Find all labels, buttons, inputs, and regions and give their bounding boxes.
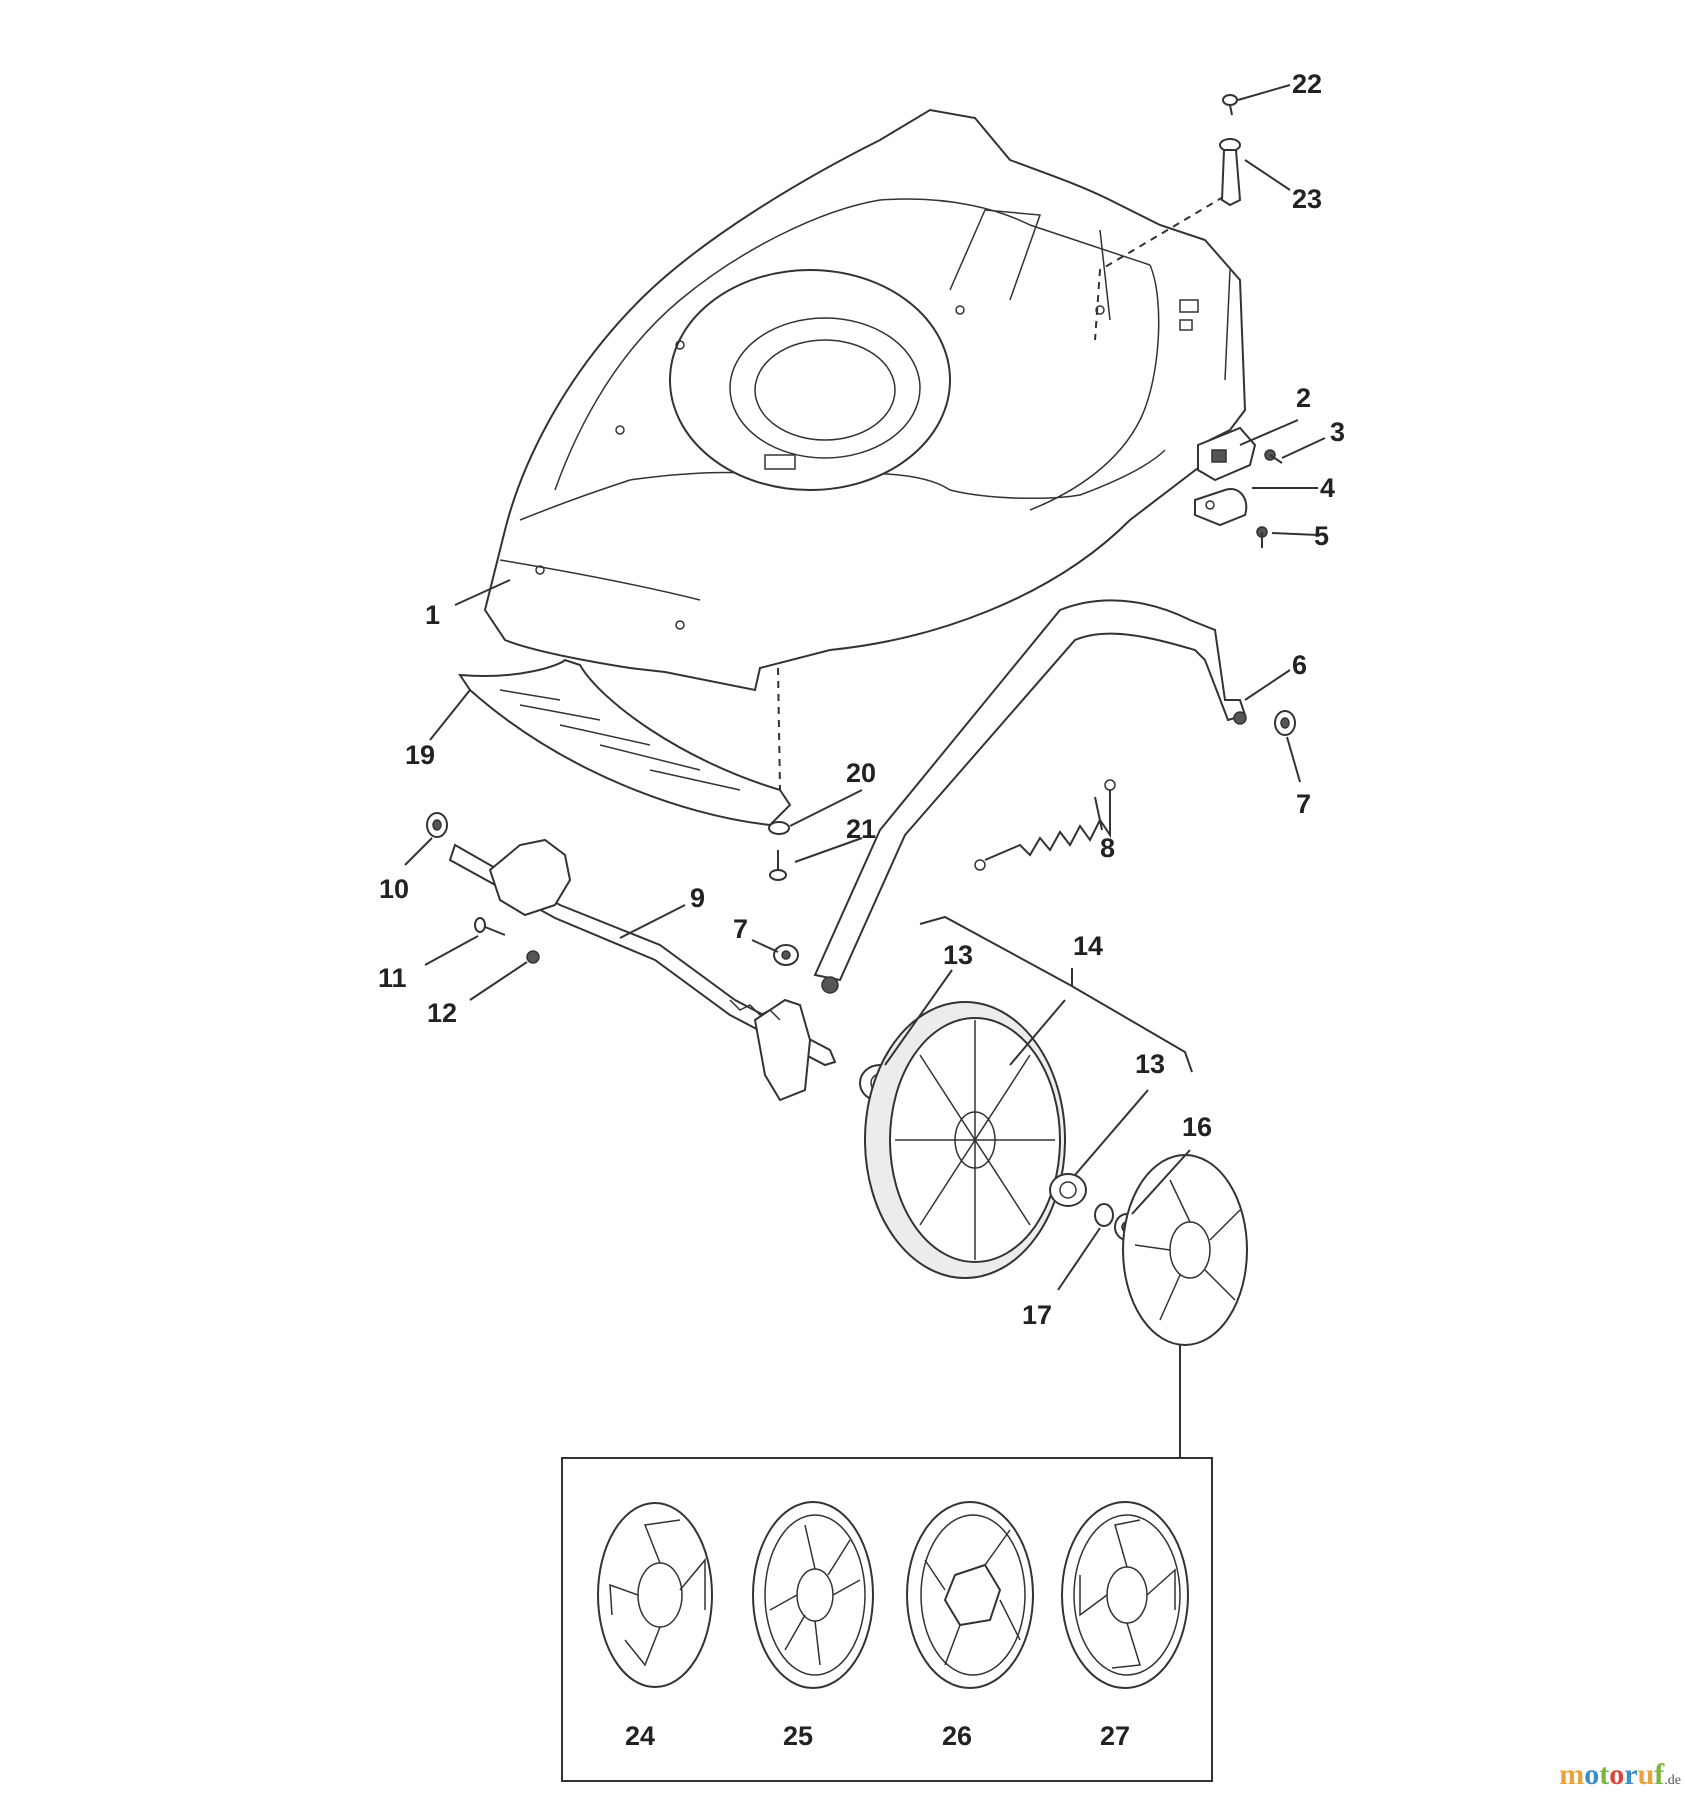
callout-1: 1 — [425, 600, 440, 630]
callout-12: 12 — [427, 998, 457, 1028]
screw-22 — [1222, 94, 1238, 116]
flap-19 — [458, 658, 792, 827]
hubcap-options-box — [561, 1457, 1213, 1782]
callout-5: 5 — [1314, 521, 1329, 551]
callout-16: 16 — [1182, 1112, 1212, 1142]
callout-13-top: 13 — [943, 940, 973, 970]
dashed-guide-20-21 — [777, 667, 781, 791]
nut-10 — [426, 812, 448, 838]
hubcap-26 — [906, 1501, 1034, 1689]
callout-6: 6 — [1292, 650, 1307, 680]
screw-21 — [769, 850, 787, 881]
callout-14: 14 — [1073, 931, 1103, 961]
washer-17 — [1094, 1203, 1114, 1227]
group-bracket — [919, 915, 1193, 1073]
lever-6 — [813, 599, 1247, 994]
mower-deck — [483, 108, 1247, 692]
hubcap-installed — [1122, 1154, 1248, 1346]
watermark-letter: u — [1637, 1758, 1655, 1791]
hubcap-27 — [1061, 1501, 1189, 1689]
washer-20 — [768, 821, 790, 835]
callout-24: 24 — [625, 1721, 655, 1751]
nut-12 — [526, 950, 540, 964]
callout-2: 2 — [1296, 383, 1311, 413]
screw-11 — [474, 917, 506, 936]
watermark-letter: f — [1654, 1758, 1665, 1791]
callout-11: 11 — [378, 963, 407, 993]
callout-20: 20 — [846, 758, 876, 788]
watermark-letter: r — [1624, 1758, 1638, 1791]
hubcap-24 — [597, 1502, 713, 1688]
callout-8: 8 — [1100, 833, 1115, 863]
bracket-2 — [1197, 426, 1257, 482]
nut-7-right — [1274, 710, 1296, 736]
bearing-13-right — [1049, 1173, 1087, 1207]
watermark-letter: m — [1559, 1758, 1585, 1791]
callout-25: 25 — [783, 1721, 813, 1751]
screw-3 — [1264, 449, 1283, 464]
watermark-letter: o — [1584, 1758, 1600, 1791]
clip-4 — [1194, 488, 1248, 527]
callout-21: 21 — [846, 814, 876, 844]
wheel-14 — [864, 1001, 1066, 1279]
callout-23: 23 — [1292, 184, 1322, 214]
watermark-letter: t — [1599, 1758, 1610, 1791]
callout-10: 10 — [379, 874, 409, 904]
watermark-letter: o — [1609, 1758, 1625, 1791]
callout-7-left: 7 — [733, 914, 748, 944]
pin-23 — [1219, 138, 1242, 207]
nut-7-left — [773, 944, 799, 966]
callout-3: 3 — [1330, 417, 1345, 447]
callout-4: 4 — [1320, 473, 1335, 503]
callout-7-right: 7 — [1296, 789, 1311, 819]
watermark-suffix: .de — [1664, 1773, 1681, 1788]
axle-9 — [448, 838, 837, 1102]
dashed-guide-22-23 — [1094, 189, 1236, 341]
spring-8 — [974, 779, 1116, 871]
callouts: 1 2 3 4 5 6 7 7 8 9 10 11 12 13 14 13 16… — [378, 69, 1345, 1751]
callout-22: 22 — [1292, 69, 1322, 99]
callout-13-bottom: 13 — [1135, 1049, 1165, 1079]
screw-5 — [1256, 526, 1268, 548]
callout-27: 27 — [1100, 1721, 1130, 1751]
callout-19: 19 — [405, 740, 435, 770]
leader-lines — [404, 84, 1326, 1291]
callout-17: 17 — [1022, 1300, 1052, 1330]
callout-9: 9 — [690, 883, 705, 913]
hubcap-25 — [752, 1501, 874, 1689]
motoruf-watermark: motoruf.de — [1559, 1758, 1681, 1792]
callout-26: 26 — [942, 1721, 972, 1751]
